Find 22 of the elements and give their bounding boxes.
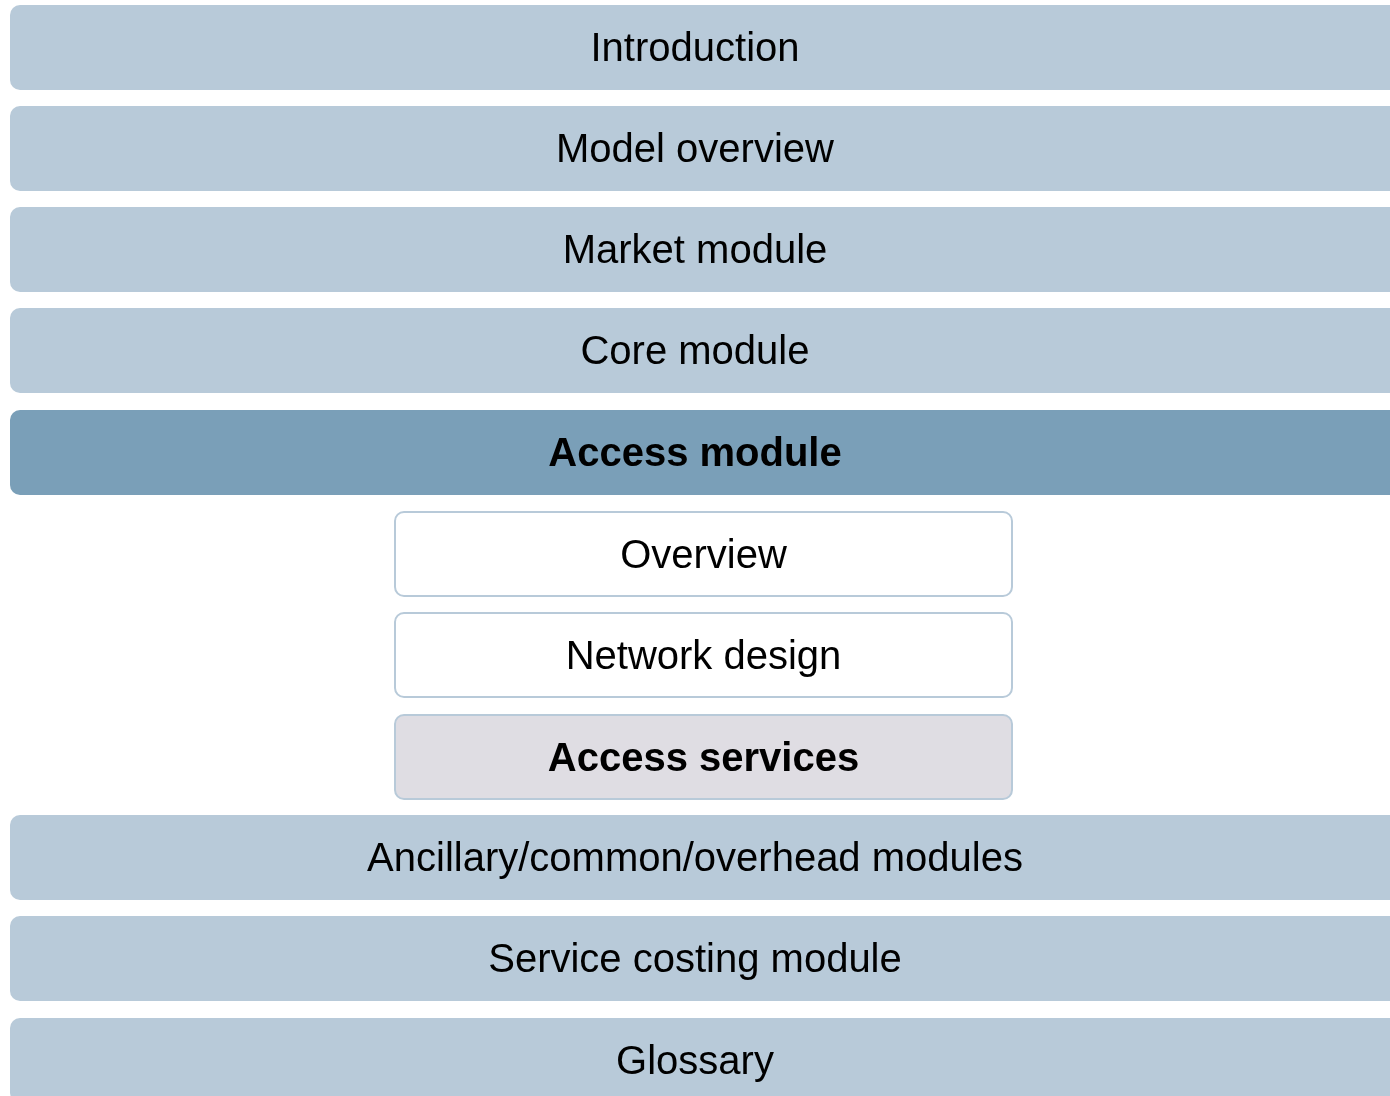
section-title: Network design: [565, 632, 842, 678]
section-title: Access services: [547, 734, 860, 780]
section-title: Access module: [548, 430, 842, 475]
section-band: [10, 5, 1390, 90]
section-title: Model overview: [556, 126, 834, 171]
section-title: Service costing module: [488, 936, 902, 981]
section-band: [10, 916, 1390, 1001]
section-title: Core module: [580, 328, 810, 373]
section-band: [10, 106, 1390, 191]
subsection-box: [394, 714, 1013, 800]
section-band: [10, 207, 1390, 292]
section-band: [10, 308, 1390, 393]
subsection-box: [394, 612, 1013, 698]
section-title: Ancillary/common/overhead modules: [367, 835, 1023, 880]
section-band: [10, 1018, 1390, 1096]
section-band: [10, 815, 1390, 900]
section-title: Glossary: [616, 1038, 774, 1083]
section-title: Overview: [620, 531, 787, 577]
subsection-box: [394, 511, 1013, 597]
section-band: [10, 410, 1390, 495]
section-title: Market module: [562, 227, 828, 272]
section-title: Introduction: [590, 25, 800, 70]
